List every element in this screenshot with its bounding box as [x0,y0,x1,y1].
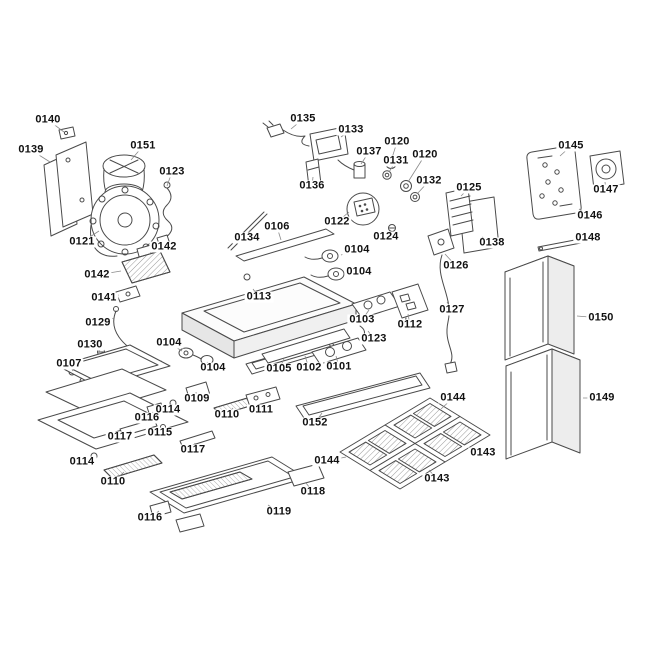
part-angle-bracket [305,158,322,188]
part-cable-bracket [427,228,455,256]
leader-line-0123-38 [367,330,375,340]
leader-line-0139-1 [30,149,51,163]
leader-line-0106-32 [276,226,282,241]
leader-line-0150-29 [576,315,602,319]
leader-line-0122-20 [336,211,350,223]
part-terminal-block [346,192,380,226]
leader-line-0143-58 [428,469,438,480]
part-chimney-lower [505,348,581,460]
leader-line-0120-14 [391,141,398,159]
leader-line-0146-25 [578,208,591,217]
part-light-diffuser [261,328,351,364]
leader-line-0144-55 [440,397,454,410]
part-side-bracket [245,386,281,408]
leader-line-0114-50 [81,456,94,463]
leader-line-0119-60 [267,504,280,513]
part-power-cable [439,254,458,374]
leader-line-0142-6 [96,270,122,276]
part-mounting-plate [526,145,582,220]
leader-line-0140-0 [47,119,65,133]
part-wall-bracket-plates [43,126,94,237]
leader-line-0104-34 [345,271,360,274]
part-lamp-sockets-right [304,249,345,281]
leader-line-0143-57 [469,449,484,454]
part-motor-bracket [309,126,349,162]
leader-line-0129-8 [97,317,115,324]
part-switch-panel [391,283,429,331]
leader-line-0120-16 [407,154,426,183]
part-bracket-small [115,285,141,303]
part-grommets-washers [382,157,420,202]
part-grease-filters [339,397,491,490]
leader-line-0141-7 [103,294,120,299]
leader-line-0104-33 [340,249,358,256]
leader-line-0132-18 [416,180,430,195]
part-hood-canopy [181,273,357,359]
part-bottom-frame [295,372,431,422]
leader-line-0114-45 [167,403,173,411]
leader-line-0137-13 [360,151,370,165]
part-mounting-rail [537,238,582,252]
leader-line-0135-11 [290,118,304,130]
part-lamp-bracket [311,337,367,365]
part-lamp-sockets-left [178,347,214,365]
part-bottom-panel [149,456,307,514]
part-plug-cable [262,120,310,147]
part-end-cap [287,463,325,487]
part-small-motor [589,150,625,193]
part-top-frame [235,228,335,262]
part-wire-short [359,325,371,344]
leader-line-0118-59 [305,482,314,493]
part-support-rod [227,211,268,251]
part-blower-assembly [89,154,160,257]
part-grease-tray-panels [37,344,189,450]
part-capacitor [337,159,366,179]
leader-line-0130-9 [89,344,101,352]
leader-line-0144-56 [326,456,347,462]
part-chimney-upper [504,255,575,361]
leader-line-0126-27 [444,253,457,267]
part-power-cord-left [156,181,173,248]
part-filter-block [121,250,171,284]
part-screw-0124 [388,224,396,232]
part-control-module [351,291,401,319]
part-vent-grille [445,187,474,237]
leader-line-0124-21 [385,229,392,238]
leader-line-0104-42 [168,342,183,352]
